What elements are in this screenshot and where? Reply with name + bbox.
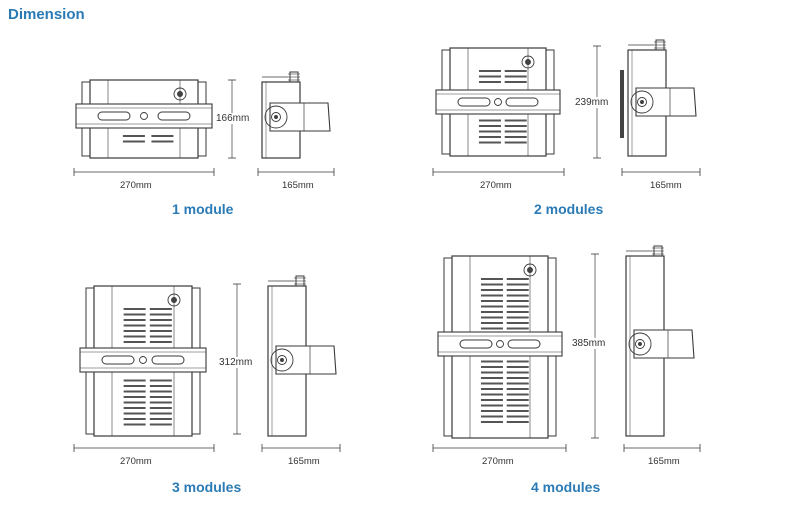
side-view-2-modules <box>627 39 697 157</box>
side-view-4-modules <box>625 245 695 437</box>
width-dimension-line <box>261 444 341 452</box>
caption-4-modules: 4 modules <box>531 479 601 495</box>
width-dimension-line <box>623 444 701 452</box>
caption-3-modules: 3 modules <box>172 479 242 495</box>
front-view-3-modules <box>79 285 207 437</box>
width-label-1-module: 270mm <box>120 180 152 191</box>
side-view-3-modules <box>267 275 337 437</box>
front-view-4-modules <box>437 255 563 439</box>
depth-label-2-modules: 165mm <box>650 180 682 191</box>
width-dimension-line <box>621 168 701 176</box>
width-label-2-modules: 270mm <box>480 180 512 191</box>
front-view-1-module <box>75 79 213 159</box>
caption-1-module: 1 module <box>172 201 234 217</box>
depth-label-1-module: 165mm <box>282 180 314 191</box>
depth-label-3-modules: 165mm <box>288 456 320 467</box>
height-label-3-modules: 312mm <box>218 357 254 368</box>
height-label-2-modules: 239mm <box>574 97 610 108</box>
depth-label-4-modules: 165mm <box>648 456 680 467</box>
width-dimension-line <box>73 168 215 176</box>
width-dimension-line <box>73 444 215 452</box>
page-title: Dimension <box>8 6 85 23</box>
width-label-3-modules: 270mm <box>120 456 152 467</box>
caption-2-modules: 2 modules <box>534 201 604 217</box>
width-label-4-modules: 270mm <box>482 456 514 467</box>
side-panel-mark <box>620 70 624 138</box>
height-label-1-module: 166mm <box>215 113 251 124</box>
width-dimension-line <box>257 168 335 176</box>
front-view-2-modules <box>435 47 561 157</box>
width-dimension-line <box>432 444 567 452</box>
height-label-4-modules: 385mm <box>571 338 607 349</box>
side-view-1-module <box>261 71 331 159</box>
width-dimension-line <box>432 168 565 176</box>
